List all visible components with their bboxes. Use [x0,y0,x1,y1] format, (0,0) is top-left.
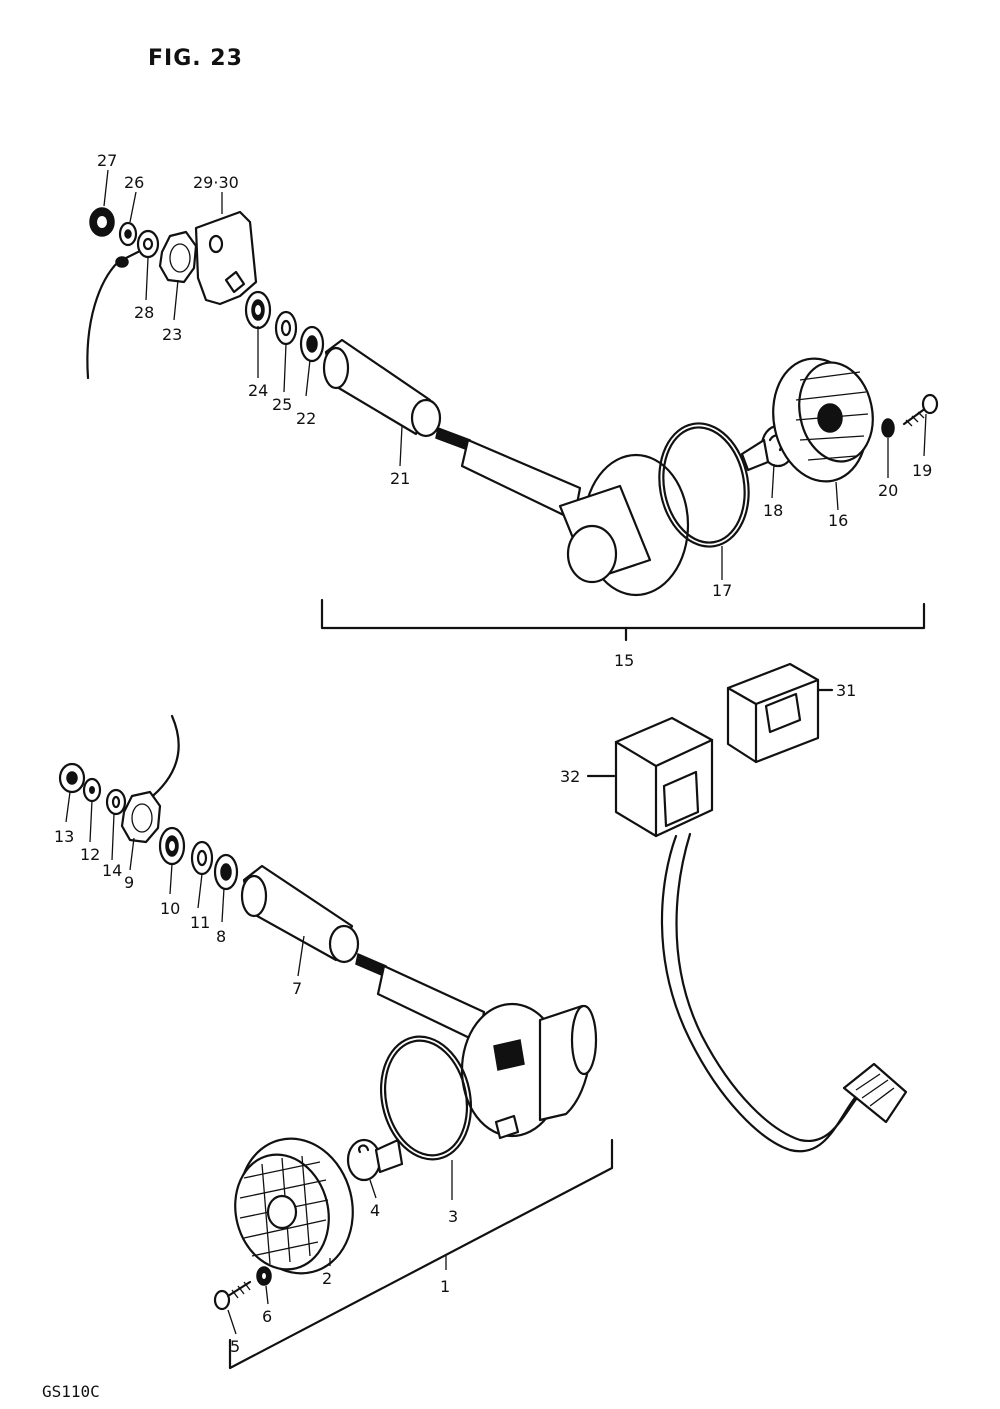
part-12-washer [82,777,102,803]
diagram-code: GS110C [42,1382,100,1401]
part-29-30-bracket [194,210,258,306]
part-3-oring [379,1035,473,1161]
callout-22: 22 [296,409,316,428]
part-10-washer [158,826,186,866]
callout-28: 28 [134,303,154,322]
part-9-spacer [120,790,162,844]
callout-labels: 27 26 29·30 28 23 24 25 22 21 18 16 20 1… [54,151,932,1356]
callout-24: 24 [248,381,268,400]
callout-20: 20 [878,481,898,500]
callout-12: 12 [80,845,100,864]
callout-17: 17 [712,581,732,600]
lower-housing-stem [355,952,486,1044]
callout-13: 13 [54,827,74,846]
part-20-washer [881,418,895,438]
part-8-nut [213,853,239,891]
part-14-terminal [105,788,127,816]
upper-wire [86,260,120,380]
callout-10: 10 [160,899,180,918]
part-31-relay [726,662,834,764]
callout-1: 1 [440,1277,450,1296]
callout-6: 6 [262,1307,272,1326]
part-28-terminal [115,229,160,268]
part-6-washer [256,1266,272,1286]
part-22-nut [299,325,325,363]
callout-5: 5 [230,1337,240,1356]
callout-4: 4 [370,1201,380,1220]
callout-31: 31 [836,681,856,700]
part-26-washer [118,221,138,247]
callout-3: 3 [448,1207,458,1226]
callout-15: 15 [614,651,634,670]
leader-lines [65,169,927,1335]
callout-2: 2 [322,1269,332,1288]
part-13-nut [58,762,86,794]
callout-11: 11 [190,913,210,932]
callout-26: 26 [124,173,144,192]
part-19-screw [902,393,939,427]
callout-19: 19 [912,461,932,480]
part-27-nut [89,207,115,237]
callout-14: 14 [102,861,122,880]
callout-25: 25 [272,395,292,414]
part-21-stem [322,338,442,438]
callout-8: 8 [216,927,226,946]
part-16-lens [772,357,874,483]
callout-27: 27 [97,151,117,170]
part-2-lens [234,1137,354,1275]
callout-23: 23 [162,325,182,344]
callout-7: 7 [292,979,302,998]
figure-title: FIG. 23 [148,46,243,71]
lower-turn-signal-assembly [58,714,614,1370]
part-4-bulb [346,1138,404,1182]
callout-16: 16 [828,511,848,530]
bracket-15 [320,598,926,630]
callout-29-30: 29·30 [193,173,239,192]
lower-wire [146,714,180,802]
upper-turn-signal-assembly [86,207,939,642]
upper-housing-body [558,453,690,597]
part-5-screw [213,1280,252,1311]
part-17-oring [658,422,750,548]
part-7-stem [240,864,360,964]
part-23-spacer [158,230,198,284]
callout-32: 32 [560,767,580,786]
part-25-washer [274,310,298,346]
callout-21: 21 [390,469,410,488]
part-11-washer [190,840,214,876]
callout-18: 18 [763,501,783,520]
callout-9: 9 [124,873,134,892]
lower-housing-body [460,1002,598,1140]
part-24-washer [244,290,272,330]
part-32-flasher-unit [586,716,908,1153]
upper-housing-stem [435,426,582,522]
bracket-1 [228,1138,614,1370]
